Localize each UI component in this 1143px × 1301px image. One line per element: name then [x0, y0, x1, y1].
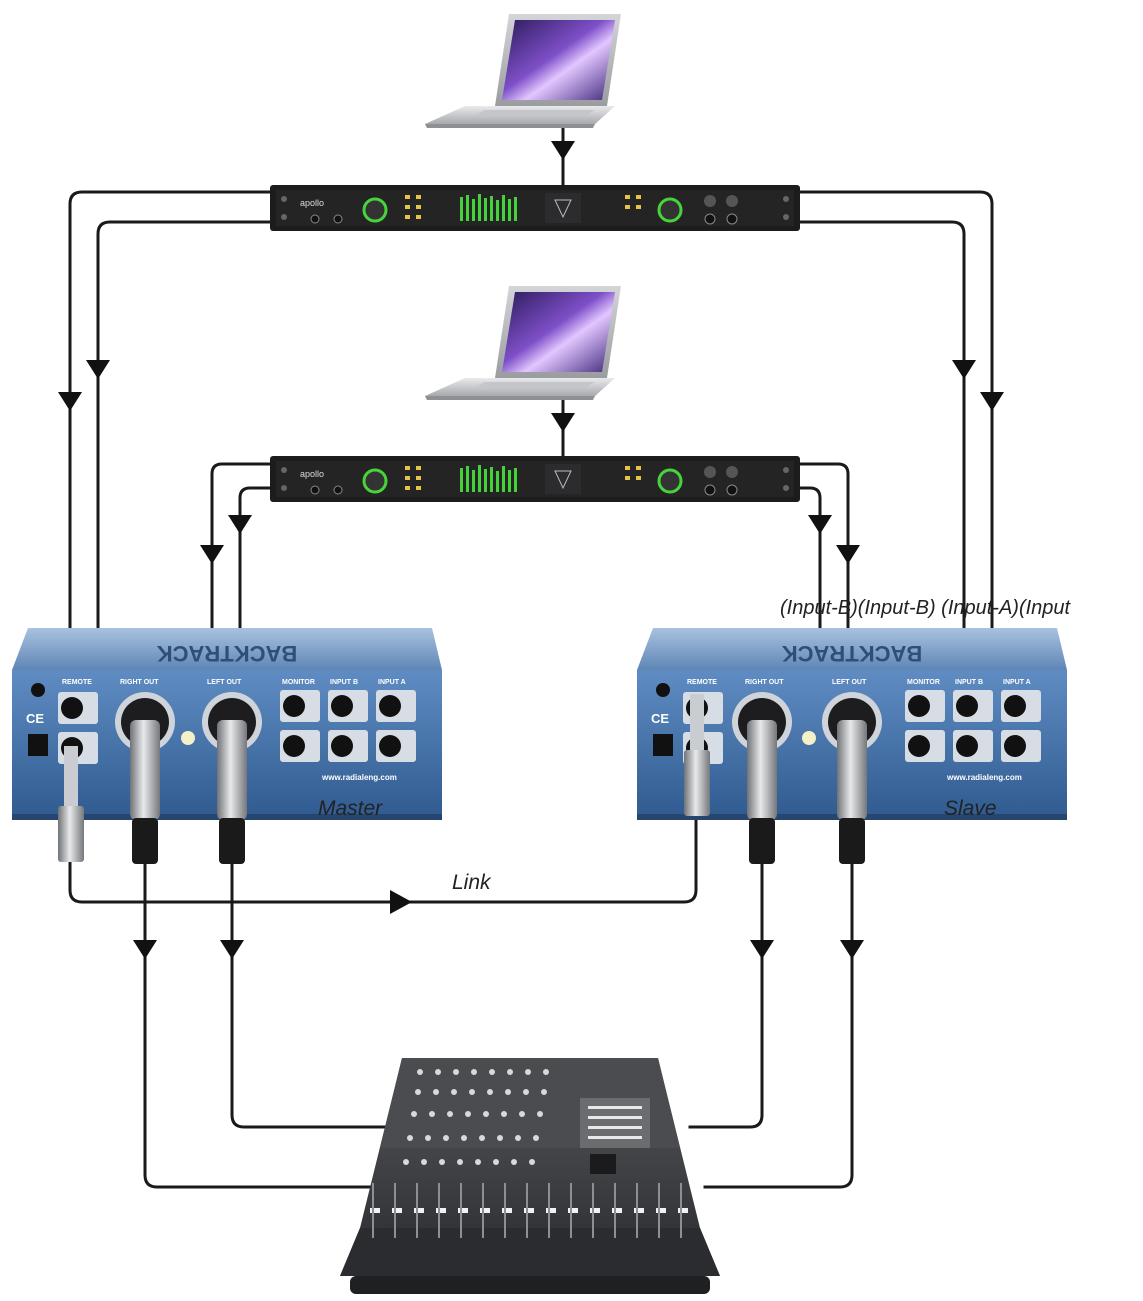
- ce-mark: CE: [26, 711, 44, 726]
- master-label: Master: [318, 797, 383, 820]
- backtrack-master: BACKTRACK CE REMOTE RIGHT OUT LEFT OUT M…: [12, 628, 442, 864]
- arrow-down-icon: [220, 940, 244, 959]
- input-a-label: INPUT A: [1003, 679, 1031, 686]
- remote-label: REMOTE: [62, 679, 92, 686]
- wire-if1-right-inner: [798, 220, 966, 637]
- wire-if2-right-outer: [798, 462, 850, 637]
- arrow-down-icon: [980, 392, 1004, 411]
- arrow-down-icon: [551, 413, 575, 432]
- left-out-label: LEFT OUT: [207, 679, 242, 686]
- wires: [68, 126, 994, 1189]
- arrow-down-icon: [228, 515, 252, 534]
- arrow-down-icon: [133, 940, 157, 959]
- backtrack-logo: BACKTRACK: [782, 641, 923, 666]
- arrow-down-icon: [840, 940, 864, 959]
- wire-master-right: [143, 863, 372, 1189]
- arrow-down-icon: [808, 515, 832, 534]
- mixing-console: [340, 1058, 720, 1294]
- input-b-label: INPUT B: [330, 679, 358, 686]
- wire-if1-right-outer: [798, 190, 994, 637]
- interface-brand: apollo: [300, 469, 324, 479]
- ce-mark: CE: [651, 711, 669, 726]
- arrow-down-icon: [551, 141, 575, 160]
- audio-interface-middle: apollo: [270, 456, 800, 502]
- right-out-label: RIGHT OUT: [745, 679, 784, 686]
- backtrack-slave: BACKTRACK CE REMOTE RIGHT OUT LEFT OUT M…: [637, 628, 1067, 864]
- wire-if2-left-outer: [210, 462, 272, 637]
- right-out-label: RIGHT OUT: [120, 679, 159, 686]
- link-wire: [68, 808, 698, 904]
- arrow-down-icon: [750, 940, 774, 959]
- wire-if1-left-outer: [68, 190, 272, 637]
- radial-url: www.radialeng.com: [946, 773, 1022, 782]
- input-a-label: INPUT A: [378, 679, 406, 686]
- audio-interface-top: apollo: [270, 185, 800, 231]
- inputs-label: (Input-B)(Input-B) (Input-A)(Input: [780, 597, 1071, 619]
- link-label: Link: [452, 871, 491, 894]
- arrow-down-icon: [58, 392, 82, 411]
- wire-master-left: [230, 863, 387, 1129]
- wire-if2-right-inner: [798, 486, 822, 637]
- wire-slave-left: [703, 863, 854, 1189]
- radial-url: www.radialeng.com: [321, 773, 397, 782]
- laptop-middle: [425, 286, 621, 400]
- wire-if2-left-inner: [238, 486, 272, 637]
- interface-brand: apollo: [300, 198, 324, 208]
- slave-label: Slave: [944, 797, 997, 820]
- left-out-label: LEFT OUT: [832, 679, 867, 686]
- input-b-label: INPUT B: [955, 679, 983, 686]
- arrow-down-icon: [86, 360, 110, 379]
- wire-if1-left-inner: [96, 220, 272, 637]
- wire-slave-right: [688, 863, 764, 1129]
- arrows: [58, 141, 1004, 959]
- laptop-top: [425, 14, 621, 128]
- backtrack-logo: BACKTRACK: [157, 641, 298, 666]
- arrow-down-icon: [952, 360, 976, 379]
- remote-label: REMOTE: [687, 679, 717, 686]
- monitor-label: MONITOR: [907, 679, 940, 686]
- monitor-label: MONITOR: [282, 679, 315, 686]
- arrow-down-icon: [836, 545, 860, 564]
- arrow-right-icon: [390, 890, 412, 914]
- arrow-down-icon: [200, 545, 224, 564]
